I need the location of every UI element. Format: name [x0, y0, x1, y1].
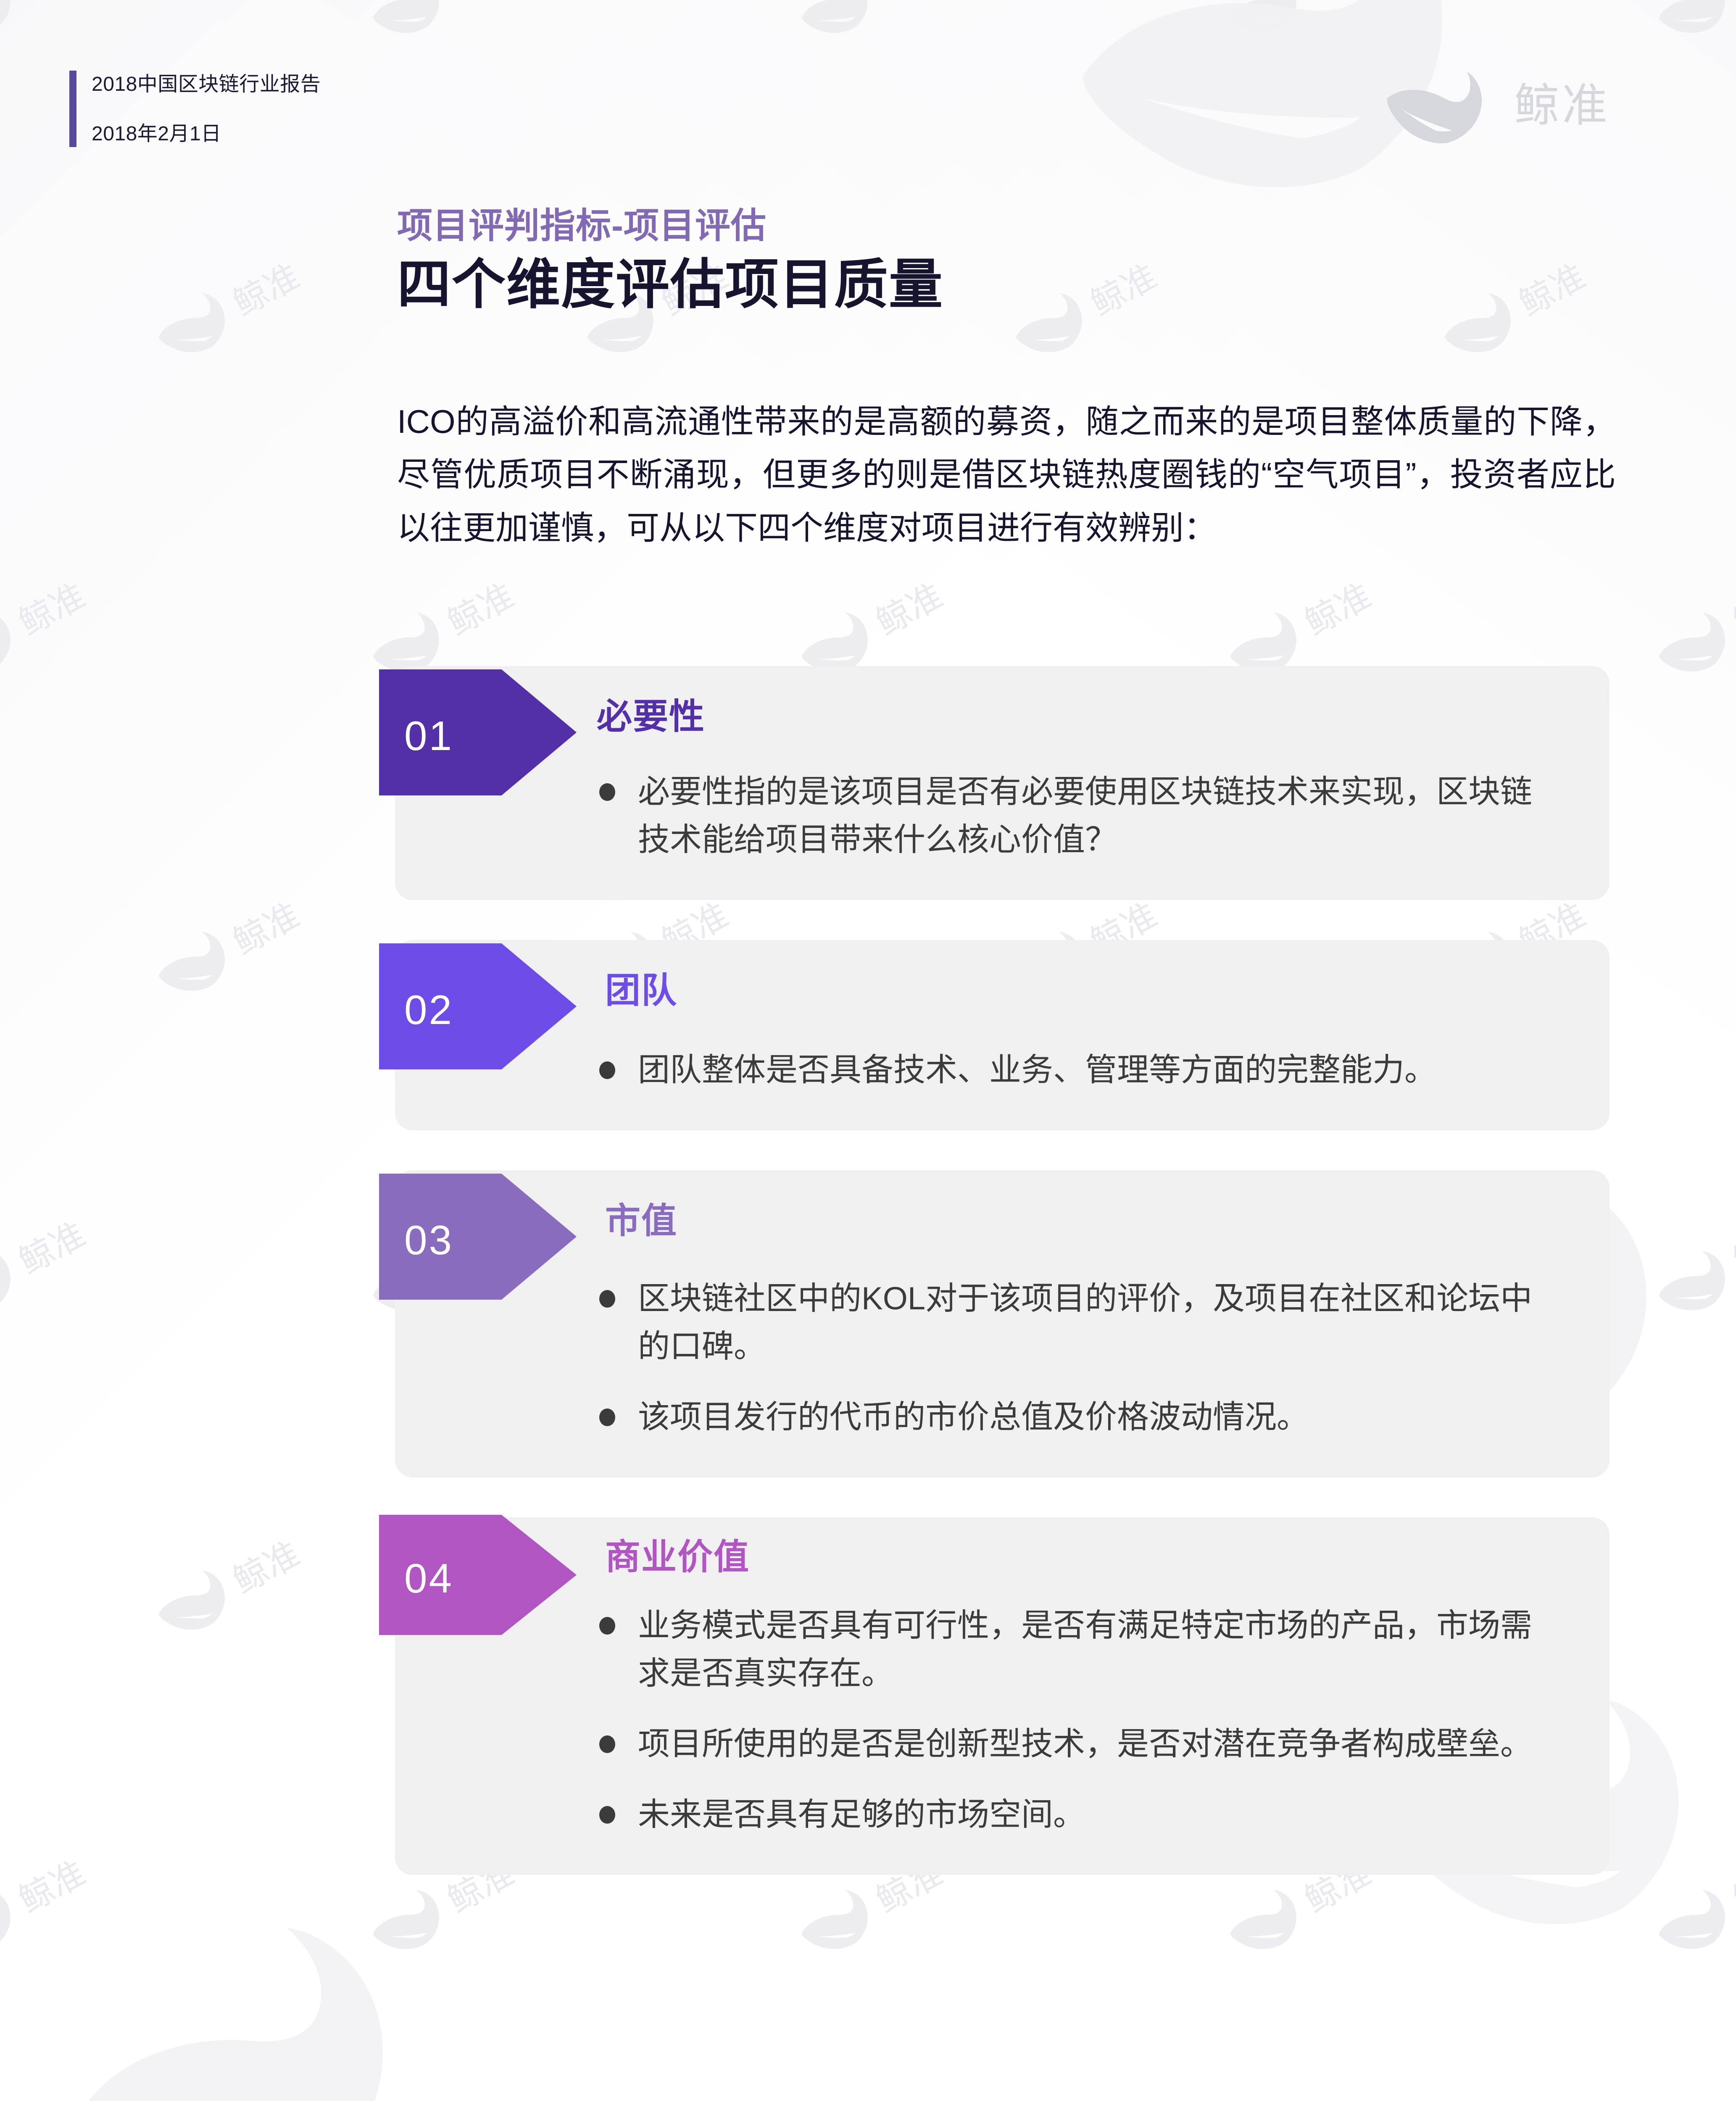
- svg-text:鲸准: 鲸准: [1728, 1854, 1736, 1920]
- bullet-text: 项目所使用的是否是创新型技术，是否对潜在竞争者构成壁垒。: [638, 1726, 1532, 1762]
- bullet-dot-icon: [599, 1290, 615, 1308]
- card-number: 04: [404, 1555, 454, 1601]
- svg-text:鲸准: 鲸准: [442, 0, 521, 4]
- card-bullet-list: 团队整体是否具备技术、业务、管理等方面的完整能力。: [395, 1039, 1610, 1130]
- card-bullet-item: 业务模式是否具有可行性，是否有满足特定市场的产品，市场需求是否真实存在。: [597, 1602, 1546, 1698]
- whale-logo-icon: [1385, 62, 1498, 148]
- card-bullet-list: 业务模式是否具有可行性，是否有满足特定市场的产品，市场需求是否真实存在。项目所使…: [395, 1599, 1610, 1875]
- bullet-dot-icon: [599, 783, 615, 801]
- svg-text:鲸准: 鲸准: [870, 0, 949, 4]
- watermark-logo-icon: 鲸准: [785, 0, 971, 50]
- watermark-logo-icon: 鲸准: [1643, 550, 1736, 689]
- card-bullet-item: 团队整体是否具备技术、业务、管理等方面的完整能力。: [597, 1046, 1546, 1094]
- watermark-logo-icon: 鲸准: [1214, 0, 1399, 50]
- card-title: 商业价值: [605, 1537, 750, 1577]
- bullet-text: 区块链社区中的KOL对于该项目的评价，及项目在社区和论坛中的口碑。: [638, 1281, 1533, 1364]
- dimension-card: 03 市值区块链社区中的KOL对于该项目的评价，及项目在社区和论坛中的口碑。该项目…: [379, 1170, 1610, 1477]
- bullet-dot-icon: [599, 1735, 615, 1753]
- card-bullet-item: 区块链社区中的KOL对于该项目的评价，及项目在社区和论坛中的口碑。: [597, 1275, 1546, 1371]
- brand-logo: 鲸准: [1385, 62, 1610, 148]
- card-bullet-item: 必要性指的是该项目是否有必要使用区块链技术来实现，区块链技术能给项目带来什么核心…: [597, 768, 1546, 864]
- report-header: 2018中国区块链行业报告 2018年2月1日: [69, 71, 321, 147]
- card-bullet-item: 该项目发行的代币的市价总值及价格波动情况。: [597, 1393, 1546, 1441]
- watermark-logo-icon: 鲸准: [142, 231, 328, 370]
- dimension-card: 01 必要性必要性指的是该项目是否有必要使用区块链技术来实现，区块链技术能给项目带…: [379, 666, 1610, 900]
- section-eyebrow: 项目评判指标-项目评估: [397, 206, 767, 245]
- bullet-dot-icon: [599, 1061, 615, 1079]
- bullet-dot-icon: [599, 1806, 615, 1824]
- card-title: 团队: [605, 971, 678, 1010]
- watermark-logo-icon: 鲸准: [1643, 0, 1736, 50]
- watermark-logo-icon: 鲸准: [142, 870, 328, 1008]
- svg-text:鲸准: 鲸准: [227, 257, 306, 323]
- watermark-logo-icon: 鲸准: [0, 1828, 114, 1967]
- bullet-text: 未来是否具有足够的市场空间。: [638, 1797, 1085, 1832]
- svg-text:鲸准: 鲸准: [1299, 0, 1378, 4]
- bullet-text: 团队整体是否具备技术、业务、管理等方面的完整能力。: [638, 1052, 1436, 1088]
- watermark-logo-icon: 鲸准: [0, 1189, 114, 1328]
- card-bullet-item: 项目所使用的是否是创新型技术，是否对潜在竞争者构成壁垒。: [597, 1720, 1546, 1768]
- svg-text:鲸准: 鲸准: [1728, 1215, 1736, 1281]
- report-date: 2018年2月1日: [92, 122, 221, 145]
- svg-text:鲸准: 鲸准: [442, 577, 521, 642]
- svg-text:鲸准: 鲸准: [1728, 0, 1736, 4]
- decorative-whale-icon: [20, 1856, 485, 2101]
- watermark-logo-icon: 鲸准: [0, 550, 114, 689]
- intro-paragraph: ICO的高溢价和高流通性带来的是高额的募资，随之而来的是项目整体质量的下降，尽管…: [397, 403, 1616, 546]
- card-header: 01 必要性: [379, 666, 1610, 795]
- svg-text:鲸准: 鲸准: [1299, 577, 1378, 642]
- card-header: 02 团队: [379, 940, 1610, 1069]
- card-title: 市值: [605, 1201, 678, 1240]
- svg-text:鲸准: 鲸准: [870, 577, 949, 642]
- card-bullet-list: 必要性指的是该项目是否有必要使用区块链技术来实现，区块链技术能给项目带来什么核心…: [395, 765, 1610, 900]
- dimension-card: 04 商业价值业务模式是否具有可行性，是否有满足特定市场的产品，市场需求是否真实存…: [379, 1515, 1610, 1875]
- card-number: 01: [404, 713, 454, 759]
- card-number: 02: [404, 987, 454, 1033]
- title-block: 项目评判指标-项目评估 四个维度评估项目质量: [397, 206, 1616, 315]
- decorative-whale-icon: [412, 2041, 974, 2101]
- svg-text:鲸准: 鲸准: [13, 1215, 92, 1281]
- header-text-group: 2018中国区块链行业报告 2018年2月1日: [76, 71, 321, 147]
- header-accent-bar: [69, 71, 76, 147]
- watermark-logo-icon: 鲸准: [1643, 1828, 1736, 1967]
- report-title: 2018中国区块链行业报告: [92, 73, 321, 95]
- watermark-logo-icon: 鲸准: [1643, 1189, 1736, 1328]
- card-header: 03 市值: [379, 1170, 1610, 1300]
- watermark-logo-icon: 鲸准: [357, 0, 542, 50]
- dimension-card-list: 01 必要性必要性指的是该项目是否有必要使用区块链技术来实现，区块链技术能给项目带…: [379, 666, 1610, 1875]
- card-bullet-item: 未来是否具有足够的市场空间。: [597, 1791, 1546, 1839]
- svg-text:鲸准: 鲸准: [13, 1854, 92, 1920]
- svg-text:鲸准: 鲸准: [13, 577, 92, 642]
- dimension-card: 02 团队团队整体是否具备技术、业务、管理等方面的完整能力。: [379, 940, 1610, 1130]
- page-title: 四个维度评估项目质量: [397, 255, 944, 315]
- card-number: 03: [404, 1217, 454, 1263]
- bullet-text: 该项目发行的代币的市价总值及价格波动情况。: [638, 1399, 1309, 1435]
- bullet-dot-icon: [599, 1409, 615, 1426]
- card-header: 04 商业价值: [379, 1515, 1610, 1635]
- watermark-logo-icon: 鲸准: [142, 1509, 328, 1647]
- watermark-logo-icon: 鲸准: [0, 0, 114, 50]
- bullet-dot-icon: [599, 1617, 615, 1635]
- svg-text:鲸准: 鲸准: [13, 0, 92, 4]
- card-bullet-list: 区块链社区中的KOL对于该项目的评价，及项目在社区和论坛中的口碑。该项目发行的代…: [395, 1269, 1610, 1477]
- bullet-text: 业务模式是否具有可行性，是否有满足特定市场的产品，市场需求是否真实存在。: [638, 1608, 1532, 1691]
- svg-text:鲸准: 鲸准: [227, 1535, 306, 1601]
- svg-text:鲸准: 鲸准: [1728, 577, 1736, 642]
- bullet-text: 必要性指的是该项目是否有必要使用区块链技术来实现，区块链技术能给项目带来什么核心…: [638, 774, 1532, 858]
- svg-text:鲸准: 鲸准: [227, 896, 306, 962]
- brand-name: 鲸准: [1514, 79, 1610, 131]
- card-title: 必要性: [597, 697, 706, 736]
